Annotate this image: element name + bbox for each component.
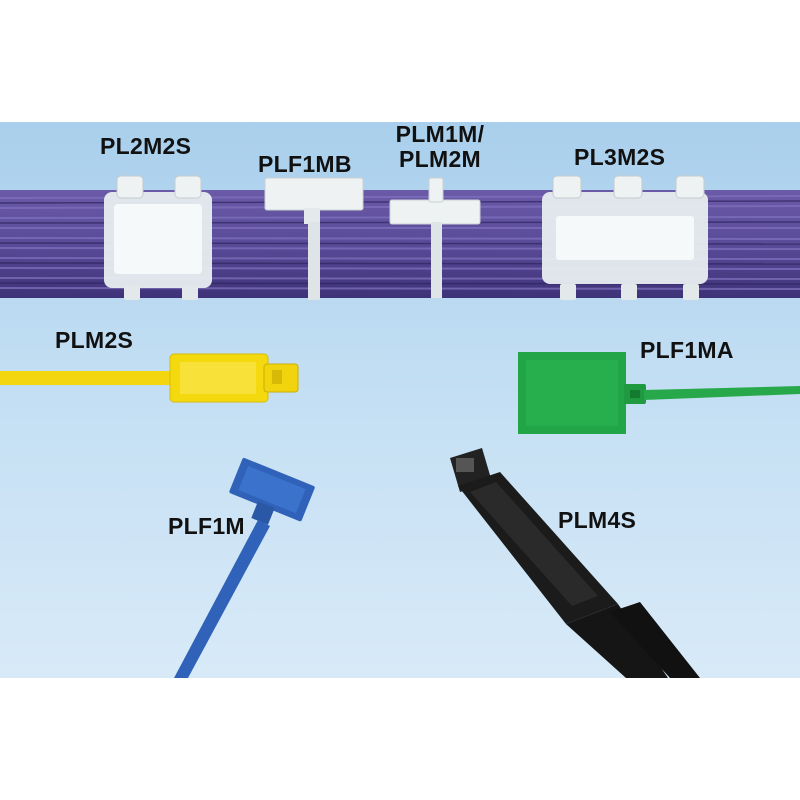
label-pl2m2s: PL2M2S	[100, 133, 192, 159]
label-plf1m: PLF1M	[168, 513, 245, 539]
pl3m2s-marker	[542, 175, 708, 300]
pl2m2s-marker	[104, 175, 212, 300]
plf1ma-green-tie	[518, 352, 800, 434]
plf1mb-marker	[264, 177, 364, 300]
label-plf1ma: PLF1MA	[640, 337, 734, 363]
label-plm4s: PLM4S	[558, 507, 637, 533]
label-plm2s: PLM2S	[55, 327, 134, 353]
plf1m-blue-tie	[174, 457, 315, 678]
cable-ties-illustration	[0, 175, 800, 678]
plm2s-yellow-tie	[0, 353, 299, 403]
label-plm1m-line2: PLM2M	[399, 146, 481, 172]
product-photo: PL2M2S PLF1MB PLM1M/ PLM2M PL3M2S PLM2S …	[0, 122, 800, 678]
plm1m-marker	[389, 177, 481, 298]
plm4s-black-tie	[450, 448, 700, 678]
label-plm1m: PLM1M/ PLM2M	[375, 122, 505, 172]
label-plm1m-line1: PLM1M/	[395, 122, 485, 147]
label-plf1mb: PLF1MB	[258, 151, 352, 177]
label-pl3m2s: PL3M2S	[574, 144, 666, 170]
